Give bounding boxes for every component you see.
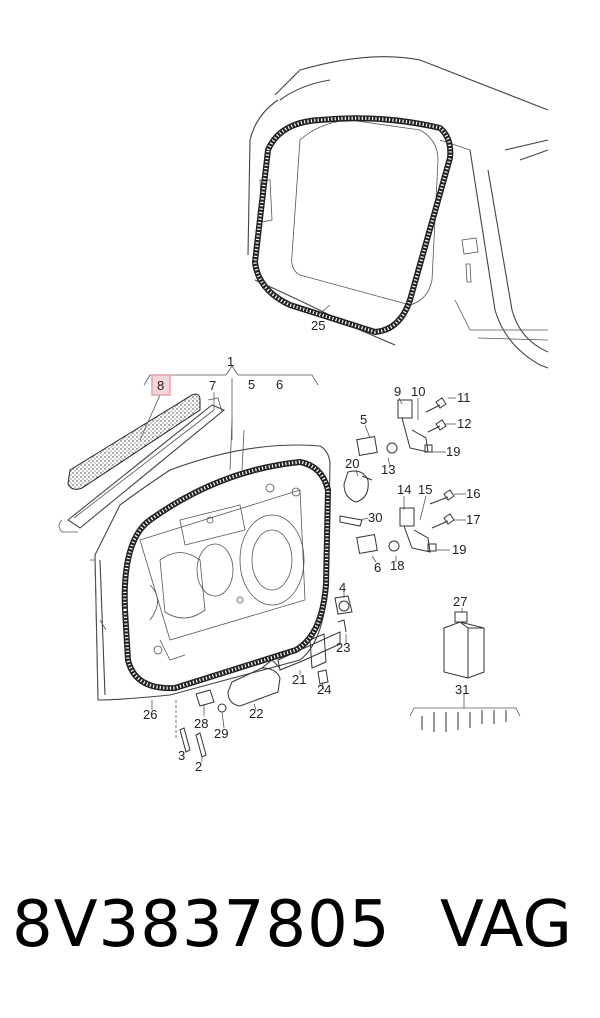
callout-14: 14: [397, 482, 411, 497]
callout-2: 2: [195, 759, 202, 774]
brand-label: VAG: [440, 888, 572, 962]
callout-25: 25: [311, 318, 325, 333]
callout-6: 6: [374, 560, 381, 575]
callout-23: 23: [336, 640, 350, 655]
callout-1: 1: [227, 354, 234, 369]
highlight-box-8: [151, 374, 171, 396]
callout-31: 31: [455, 682, 469, 697]
window-felt-strip: [67, 393, 201, 490]
callout-15: 15: [418, 482, 432, 497]
callout-22: 22: [249, 706, 263, 721]
door-seal: [121, 458, 332, 692]
callout-27: 27: [453, 594, 467, 609]
callout-3: 3: [178, 748, 185, 763]
callout-4: 4: [339, 580, 346, 595]
part-number: 8V3837805: [12, 888, 391, 962]
callout-24: 24: [317, 682, 331, 697]
callout-19-lower: 19: [452, 542, 466, 557]
callout-17: 17: [466, 512, 480, 527]
leader-lines: [139, 304, 466, 762]
front-door: [90, 419, 331, 701]
callout-8: 8: [157, 378, 164, 393]
window-channel-trim: [58, 397, 226, 533]
callout-13: 13: [381, 462, 395, 477]
callout-26: 26: [143, 707, 157, 722]
callout-9: 9: [394, 384, 401, 399]
upper-hinge-parts: [356, 397, 447, 457]
callout-29: 29: [214, 726, 228, 741]
callout-11: 11: [457, 390, 471, 405]
callout-labels: 1 5 6 8 7 25 5 9 10 11 12 19 13 20 30 14…: [143, 318, 480, 774]
callout-20: 20: [345, 456, 359, 471]
callout-18: 18: [390, 558, 404, 573]
door-cover-panel: [227, 659, 281, 707]
callout-16: 16: [466, 486, 480, 501]
exploded-parts-diagram: 1 5 6 8 7 25 5 9 10 11 12 19 13 20 30 14…: [58, 56, 549, 774]
callout-30: 30: [368, 510, 382, 525]
door-check-strap: [277, 619, 347, 685]
door-check-and-clip: [334, 470, 373, 615]
callout-21: 21: [292, 672, 306, 687]
callout-12: 12: [457, 416, 471, 431]
door-opening-seal: [251, 115, 454, 336]
fastener-kit: [409, 707, 521, 732]
callout-6-top: 6: [276, 377, 283, 392]
sealant-bottle: [443, 611, 485, 679]
callout-10: 10: [411, 384, 425, 399]
callout-5: 5: [360, 412, 367, 427]
callout-5-top: 5: [248, 377, 255, 392]
callout-19-upper: 19: [446, 444, 460, 459]
callout-7: 7: [209, 378, 216, 393]
callout-28: 28: [194, 716, 208, 731]
lower-hinge-parts: [356, 489, 455, 555]
